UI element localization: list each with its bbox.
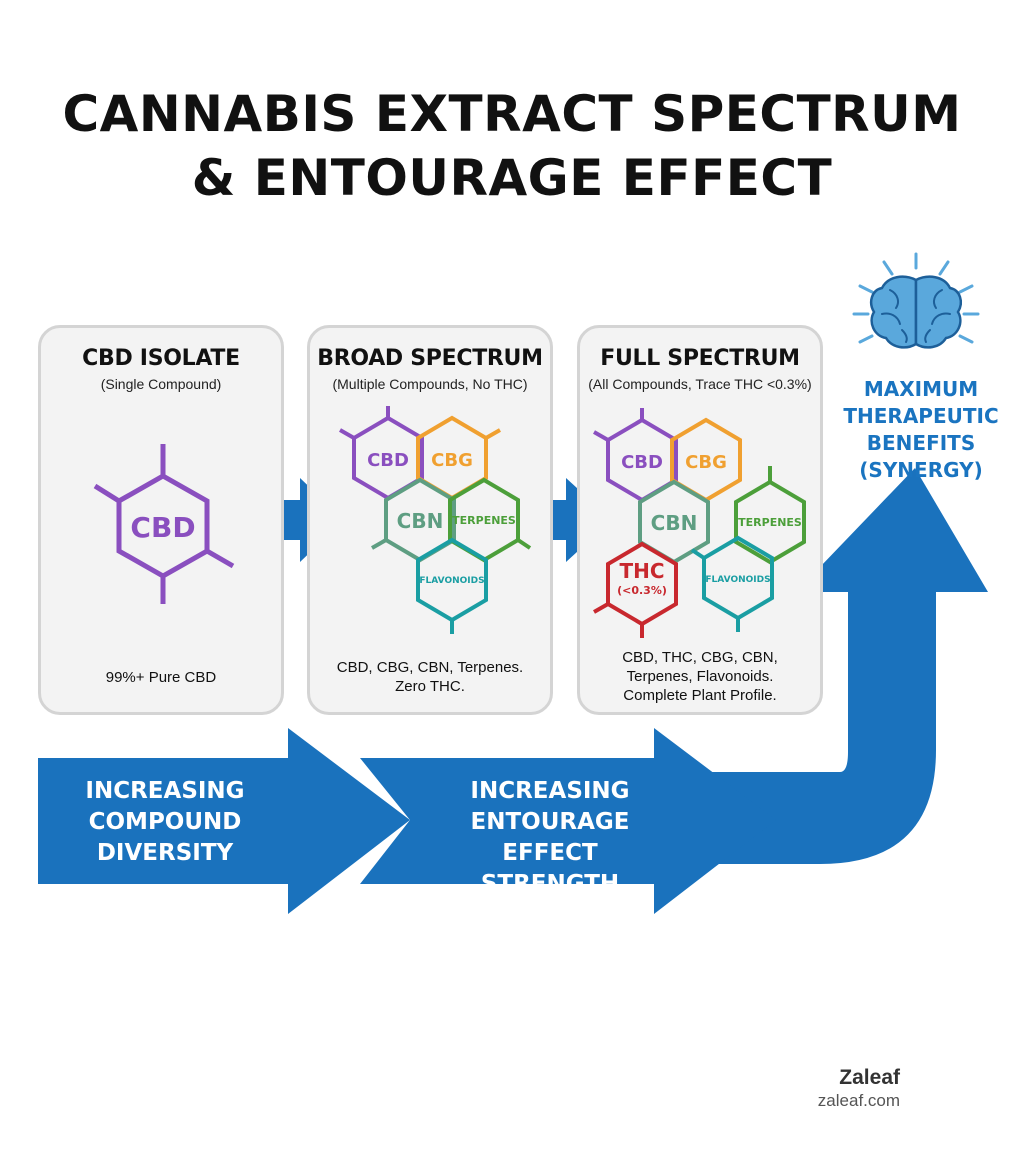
- molecule-label: FLAVONOIDS: [419, 576, 484, 586]
- page-title: CANNABIS EXTRACT SPECTRUM & ENTOURAGE EF…: [0, 82, 1024, 210]
- arrow-label-diversity: INCREASING COMPOUND DIVERSITY: [85, 778, 245, 866]
- hexagon-thc: [593, 541, 678, 638]
- card-arrow-1: [268, 478, 344, 562]
- card-broad-spectrum: BROAD SPECTRUM (Multiple Compounds, No T…: [307, 325, 553, 715]
- bottom-arrow-entourage: [360, 728, 776, 914]
- molecule-label: CBD: [367, 450, 409, 471]
- card-arrow-2: [536, 478, 612, 562]
- card-description: CBD, THC, CBG, CBN, Terpenes, Flavonoids…: [622, 649, 778, 704]
- card-title: CBD ISOLATE: [82, 346, 240, 371]
- hexagon-flavonoids: [416, 537, 488, 634]
- hexagon-cbd: [93, 444, 235, 604]
- arrow-label-entourage: INCREASING ENTOURAGE EFFECT STRENGTH: [470, 778, 630, 897]
- curved-arrow-to-benefit: [700, 468, 988, 864]
- card-description: CBD, CBG, CBN, Terpenes. Zero THC.: [336, 659, 524, 695]
- card-subtitle: (Single Compound): [100, 376, 222, 392]
- card-cbd-isolate: CBD ISOLATE (Single Compound) CBD 99%+ P…: [38, 325, 284, 715]
- molecule-label: CBN: [651, 511, 698, 535]
- hexagon-flavonoids: [690, 535, 774, 632]
- molecule-label: CBN: [397, 509, 444, 533]
- card-subtitle: (Multiple Compounds, No THC): [332, 376, 528, 392]
- bottom-arrow-diversity: [38, 728, 410, 914]
- molecule-label: TERPENES: [452, 514, 516, 527]
- card-title: BROAD SPECTRUM: [317, 346, 543, 371]
- card-title: FULL SPECTRUM: [600, 346, 800, 371]
- molecule-label: FLAVONOIDS: [705, 575, 770, 585]
- molecule-label: THC: [619, 559, 664, 583]
- card-full-spectrum: FULL SPECTRUM (All Compounds, Trace THC …: [577, 325, 823, 715]
- molecule-label: CBG: [685, 452, 727, 473]
- molecule-label: TERPENES: [738, 516, 802, 529]
- hexagon-terpenes: [734, 466, 806, 565]
- molecule-diagram: CBD: [93, 444, 235, 604]
- title-line-1: CANNABIS EXTRACT SPECTRUM: [62, 85, 962, 143]
- molecule-label: CBD: [130, 511, 195, 544]
- molecule-diagram: CBD CBG CBN TERPENES FLAVONOIDS: [339, 406, 532, 634]
- benefit-label: MAXIMUM THERAPEUTIC BENEFITS (SYNERGY): [843, 377, 999, 482]
- brain-icon: [852, 252, 980, 349]
- molecule-label: CBD: [621, 452, 663, 473]
- brand-name: Zaleaf: [839, 1066, 900, 1089]
- card-description: 99%+ Pure CBD: [105, 669, 217, 686]
- title-line-2: & ENTOURAGE EFFECT: [191, 149, 833, 207]
- molecule-label: (<0.3%): [617, 584, 667, 597]
- card-subtitle: (All Compounds, Trace THC <0.3%): [588, 376, 812, 392]
- molecule-diagram: CBD CBG CBN TERPENES THC (<0.3%): [593, 408, 806, 638]
- molecule-label: CBG: [431, 450, 473, 471]
- brand-url[interactable]: zaleaf.com: [817, 1091, 900, 1110]
